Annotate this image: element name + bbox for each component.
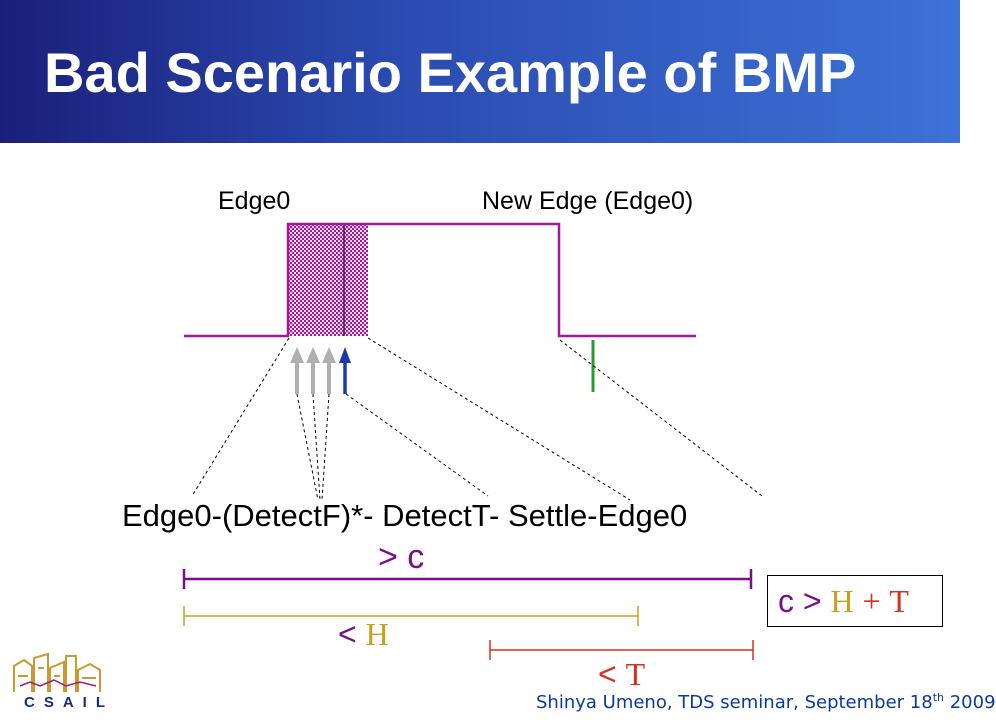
interval-t-var: T [625, 656, 646, 692]
interval-t-label: < T [598, 656, 645, 693]
footer-text: Shinya Umeno, TDS seminar, September 18 [536, 692, 933, 713]
new-edge-label: New Edge (Edge0) [482, 187, 694, 215]
dashed-guides [191, 337, 763, 501]
event-sequence: Edge0-(DetectF)*- DetectT- Settle-Edge0 [122, 498, 687, 534]
seq-detectf: (DetectF)*- [221, 498, 374, 533]
interval-h-var: H [365, 616, 389, 652]
timing-diagram [182, 222, 763, 660]
seq-detectt: DetectT- [382, 498, 500, 533]
interval-t-sym: < [598, 656, 617, 692]
title-bar: Bad Scenario Example of BMP [0, 0, 960, 143]
footer-sup: th [932, 691, 944, 704]
constraint-plus: + [862, 583, 881, 619]
constraint-c: c [778, 583, 794, 619]
interval-c-label: > c [378, 538, 425, 576]
csail-logo-text: CSAIL [24, 694, 114, 711]
footer-credit: Shinya Umeno, TDS seminar, September 18t… [536, 691, 996, 713]
signal-waveform [184, 222, 696, 338]
edge-shaded-region [288, 224, 368, 336]
interval-t [489, 640, 754, 660]
interval-c [182, 569, 753, 589]
csail-logo-icon [13, 652, 101, 692]
footer-year: 2009 [943, 692, 996, 713]
seq-settle: Settle- [507, 498, 598, 533]
interval-h-label: < H [338, 616, 389, 653]
slide-title: Bad Scenario Example of BMP [44, 41, 857, 104]
detectf-arrows [290, 347, 336, 394]
seq-edge0-end: Edge0 [597, 498, 688, 533]
constraint-h: H [830, 583, 854, 619]
constraint-t: T [889, 583, 909, 619]
interval-h-sym: < [338, 616, 357, 652]
interval-h [183, 606, 639, 626]
constraint-box: c > H + T [767, 575, 943, 627]
seq-edge0: Edge0- [122, 498, 222, 533]
constraint-gt: > [802, 583, 822, 619]
detectt-arrow [339, 347, 351, 394]
edge0-label: Edge0 [218, 187, 291, 215]
